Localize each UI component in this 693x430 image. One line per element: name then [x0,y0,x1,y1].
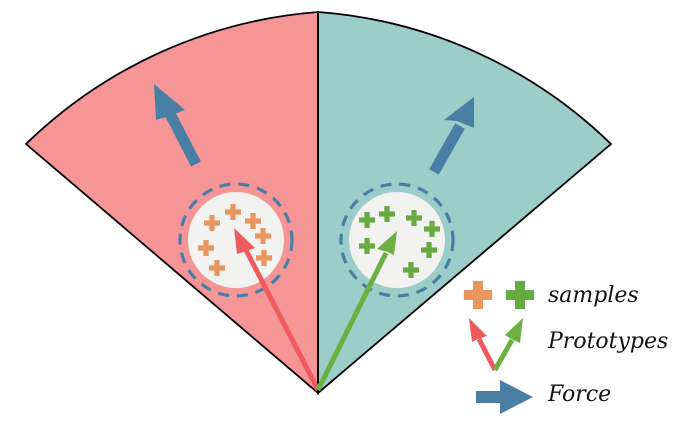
right-sector [317,11,613,395]
legend-prototypes-label: Prototypes [548,329,669,354]
force-arrow-left [154,84,201,167]
right-cluster [339,182,455,298]
prototype-arrow-right [315,231,397,392]
legend-prototype-arrows [469,318,523,372]
right-cluster-area [349,192,445,288]
plus-icon [505,280,535,310]
legend-force-label: Force [548,382,612,407]
legend [463,280,535,414]
plus-icon [463,280,493,310]
thick-arrow-icon [476,380,533,414]
left-dashed-ring [178,182,294,298]
right-dashed-ring [339,182,455,298]
legend-samples-icons [463,280,535,310]
force-arrow-right [429,97,474,175]
legend-samples-label: samples [548,283,639,308]
left-sector [24,11,319,395]
arrow-icon [469,318,498,372]
arrow-icon [492,318,523,372]
prototype-arrow-left [234,228,321,392]
